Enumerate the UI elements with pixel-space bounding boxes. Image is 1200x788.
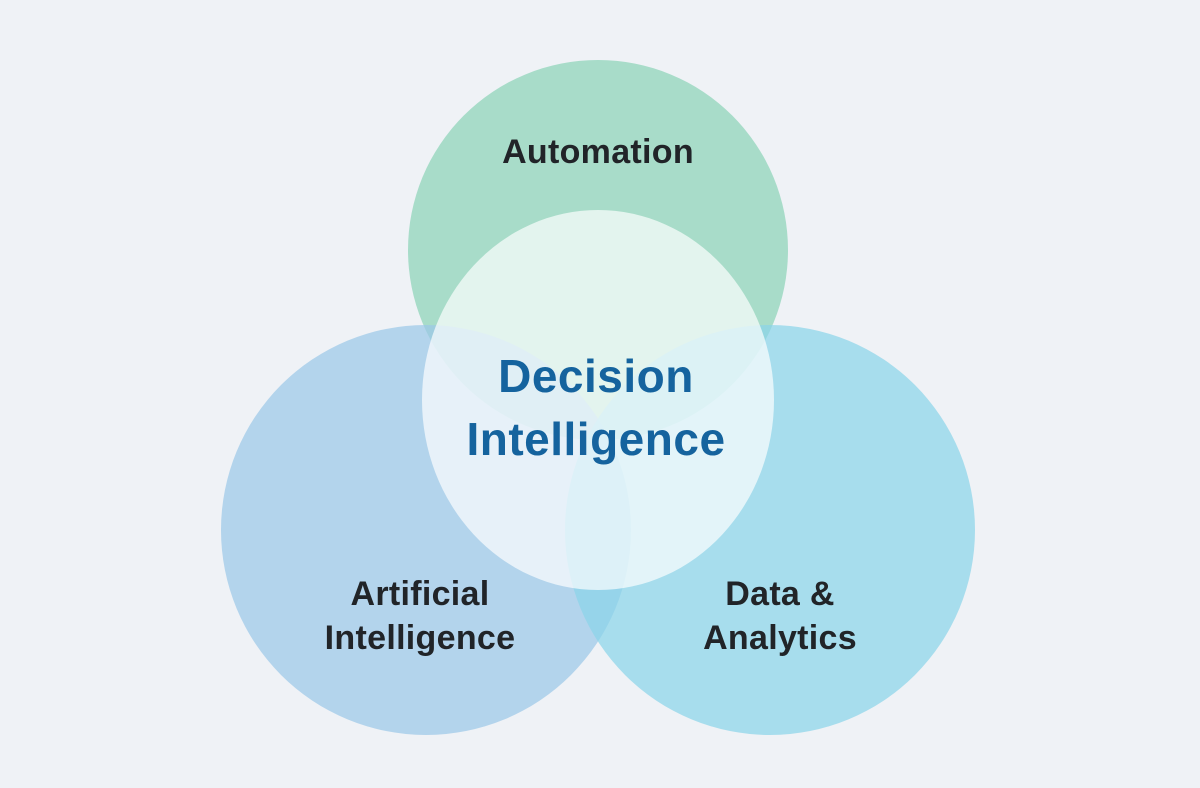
center-label-line2: Intelligence <box>466 413 726 465</box>
center-intersection-overlay <box>422 210 774 590</box>
center-label-line1: Decision <box>498 350 694 402</box>
data-analytics-label: Data & Analytics <box>703 572 857 660</box>
data-analytics-label-line2: Analytics <box>703 619 857 657</box>
automation-label-text: Automation <box>502 133 694 171</box>
data-analytics-label-line1: Data & <box>725 575 835 613</box>
artificial-intelligence-label: Artificial Intelligence <box>325 572 516 660</box>
center-label: Decision Intelligence <box>466 345 725 471</box>
automation-label: Automation <box>502 130 694 174</box>
artificial-intelligence-label-line1: Artificial <box>350 575 490 613</box>
artificial-intelligence-label-line2: Intelligence <box>324 619 516 657</box>
